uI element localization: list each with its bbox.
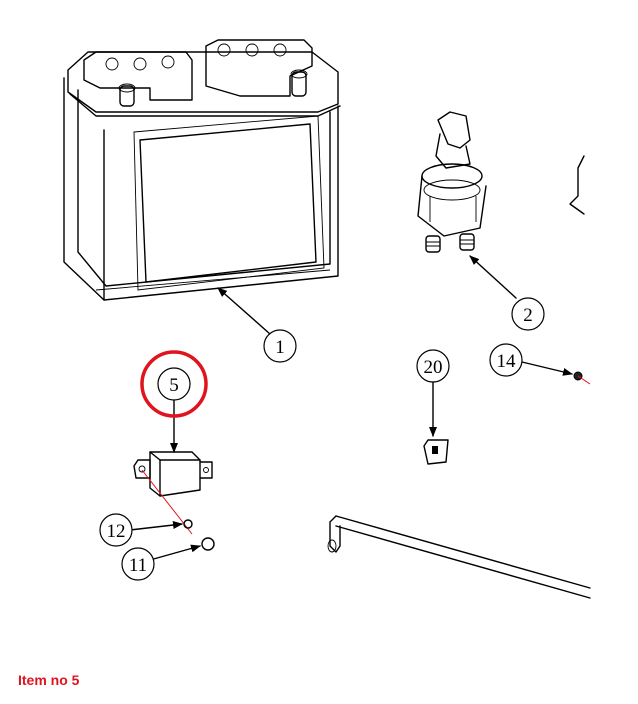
leader-line-11	[149, 544, 201, 561]
callout-label-12: 12	[107, 521, 126, 542]
washer-drawing	[183, 519, 193, 529]
rod-drawing	[327, 515, 591, 599]
partial-component-drawing	[569, 155, 585, 215]
item-caption: Item no 5	[18, 672, 80, 688]
callout-20: 20	[416, 349, 450, 383]
highlight-ring	[140, 350, 208, 418]
leader-line-2	[469, 255, 517, 299]
callout-11: 11	[121, 547, 155, 581]
callout-14: 14	[489, 343, 523, 377]
callout-2: 2	[511, 297, 545, 331]
callout-1: 1	[263, 329, 297, 363]
leader-line-12	[129, 521, 183, 531]
battery-drawing	[63, 39, 341, 301]
connector-drawing	[423, 439, 449, 465]
callout-5: 5	[157, 367, 191, 401]
callout-label-2: 2	[523, 305, 533, 326]
callout-label-1: 1	[275, 337, 285, 358]
bolt-drawing	[201, 537, 215, 551]
screw-mount-line	[577, 375, 591, 385]
callout-12: 12	[99, 513, 133, 547]
callout-label-5: 5	[169, 375, 179, 396]
leader-line-1	[217, 287, 271, 335]
leader-line-14	[521, 361, 573, 376]
callout-label-14: 14	[497, 351, 517, 372]
relay-drawing	[133, 451, 213, 497]
callout-label-20: 20	[424, 357, 443, 378]
isolator-switch-drawing	[417, 111, 487, 253]
callout-label-11: 11	[129, 555, 147, 576]
